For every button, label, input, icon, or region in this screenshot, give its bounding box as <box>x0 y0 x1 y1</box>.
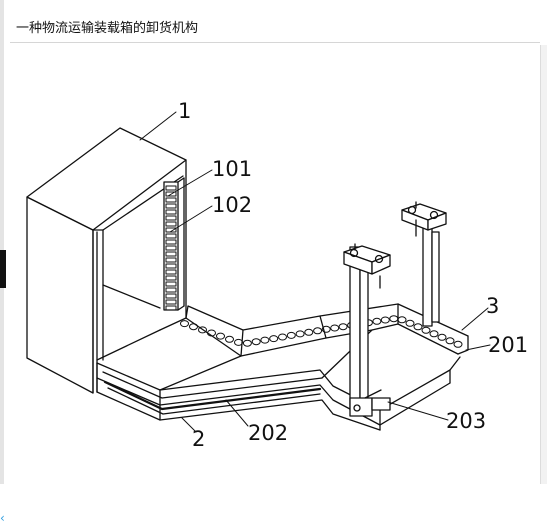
conveyor-roller <box>445 337 455 345</box>
conveyor-roller <box>198 326 207 334</box>
label-2: 2 <box>192 427 205 451</box>
vertical-chain-101-102 <box>163 177 185 311</box>
label-102: 102 <box>212 193 252 217</box>
conveyor-roller <box>304 328 314 336</box>
conveyor-roller <box>321 325 331 333</box>
label-201: 201 <box>488 333 528 357</box>
chain-link <box>165 251 177 257</box>
conveyor-roller <box>338 323 348 331</box>
chain-link <box>165 221 177 227</box>
conveyor-roller <box>278 333 287 341</box>
chain-link <box>165 257 177 263</box>
chain-link <box>165 233 177 239</box>
chain-link <box>165 281 177 287</box>
base-frame-2 <box>96 329 461 431</box>
chain-link <box>165 227 177 233</box>
conveyor-roller <box>405 319 415 327</box>
chain-link <box>165 245 177 251</box>
conveyor-roller <box>286 331 296 339</box>
chain-link <box>165 215 177 221</box>
chain-link <box>165 185 177 191</box>
label-202: 202 <box>248 421 288 445</box>
chain-link <box>165 203 177 209</box>
conveyor-roller <box>313 327 323 335</box>
chain-link <box>165 269 177 275</box>
conveyor-roller <box>453 340 463 348</box>
leader-lines <box>139 111 491 433</box>
chain-link <box>165 287 177 293</box>
chain-link <box>165 239 177 245</box>
conveyor-roller <box>372 317 382 325</box>
conveyor-ramp <box>159 303 469 357</box>
chain-link <box>165 275 177 281</box>
conveyor-roller <box>380 316 390 324</box>
conveyor-roller <box>251 338 261 346</box>
conveyor-roller <box>207 329 216 337</box>
conveyor-roller <box>437 333 447 341</box>
conveyor-roller <box>260 336 270 344</box>
conveyor-roller <box>397 316 407 324</box>
conveyor-roller <box>269 335 279 343</box>
chain-link <box>165 209 177 215</box>
patent-figure: 1 101 102 2 202 3 201 203 <box>26 99 528 451</box>
label-101: 101 <box>212 157 252 181</box>
lifting-post-rear <box>401 201 447 327</box>
conveyor-roller <box>225 335 234 343</box>
conveyor-roller <box>180 320 189 328</box>
conveyor-roller <box>421 326 431 334</box>
conveyor-roller <box>189 323 198 331</box>
left-scrollbar[interactable] <box>0 0 4 484</box>
chevron-left-icon: ‹ <box>0 511 5 525</box>
conveyor-roller <box>330 324 340 332</box>
chain-link <box>165 191 177 197</box>
right-scrollbar[interactable] <box>540 45 547 484</box>
container-box-1 <box>26 127 187 394</box>
conveyor-roller <box>234 338 243 346</box>
chain-link <box>165 263 177 269</box>
conveyor-roller <box>295 330 305 338</box>
page-title: 一种物流运输装载箱的卸货机构 <box>16 21 199 36</box>
conveyor-roller <box>429 330 439 338</box>
label-3: 3 <box>486 294 499 318</box>
conveyor-roller <box>389 315 399 323</box>
chain-link <box>165 293 177 299</box>
chain-link <box>165 299 177 305</box>
label-203: 203 <box>446 409 486 433</box>
lifting-post-front <box>343 243 391 417</box>
chain-link <box>165 305 177 311</box>
conveyor-roller <box>216 332 225 340</box>
conveyor-roller <box>413 323 423 331</box>
title-divider <box>10 42 540 43</box>
conveyor-roller <box>242 339 252 347</box>
label-1: 1 <box>178 99 191 123</box>
chain-link <box>165 197 177 203</box>
